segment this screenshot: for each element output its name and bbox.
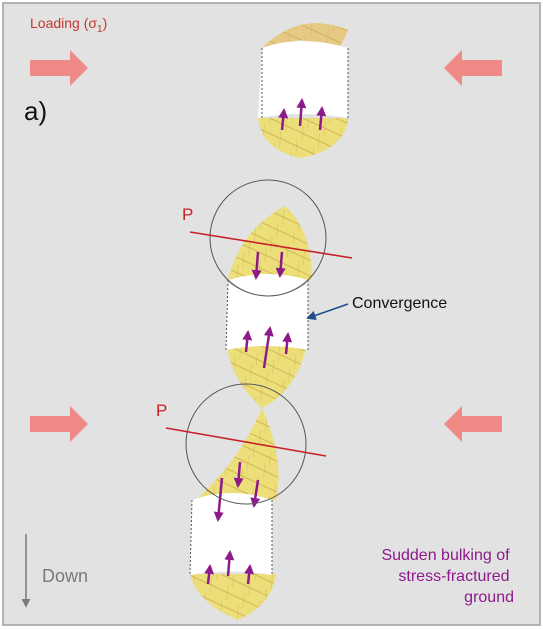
- middle-tunnel: P: [182, 179, 353, 408]
- left-arrow-icon: [444, 406, 502, 442]
- stress-circle: [209, 179, 327, 297]
- tunnel-opening: [190, 493, 272, 575]
- tunnel-opening: [226, 274, 308, 350]
- up-arrow-icon: [278, 108, 289, 131]
- up-arrow-icon: [244, 564, 255, 585]
- down-arrow-icon: [233, 461, 244, 488]
- bulking-caption: Sudden bulking of stress-fractured groun…: [381, 547, 514, 606]
- right-arrow-icon: [30, 406, 88, 442]
- fractured-ground: [262, 23, 348, 48]
- lower-tunnel: P: [156, 383, 327, 620]
- up-arrow-icon: [224, 550, 235, 577]
- right-arrow-icon: [30, 50, 88, 86]
- tunnel-opening: [258, 41, 348, 118]
- down-label: Down: [42, 566, 88, 586]
- loading-label: Loading (σ1): [30, 15, 107, 35]
- bulking-line-1: Sudden bulking of: [381, 547, 510, 564]
- convergence-label: Convergence: [352, 295, 447, 312]
- panel-label: a): [24, 96, 47, 126]
- failure-plane: [165, 427, 327, 457]
- left-arrow-icon: [444, 50, 502, 86]
- plane-label: P: [156, 401, 167, 420]
- down-arrow-icon: [250, 479, 261, 508]
- down-arrow-icon: [213, 477, 224, 522]
- failure-plane: [189, 231, 353, 259]
- stress-circle: [185, 383, 307, 505]
- bulking-line-3: ground: [464, 589, 514, 606]
- fractured-ground: [228, 206, 312, 280]
- bulking-line-2: stress-fractured: [398, 568, 509, 585]
- fractured-ground: [226, 340, 308, 408]
- fractured-ground: [196, 408, 279, 500]
- top-tunnel: [258, 23, 349, 158]
- convergence-pointer: [306, 303, 349, 320]
- up-arrow-icon: [316, 106, 327, 131]
- tunnel-wall: [189, 499, 193, 576]
- fractured-ground: [190, 574, 276, 620]
- up-arrow-icon: [296, 98, 307, 127]
- down-arrow-icon: [251, 251, 262, 280]
- up-arrow-icon: [204, 564, 215, 585]
- up-arrow-icon: [262, 326, 274, 369]
- fractured-ground: [258, 118, 348, 158]
- up-arrow-icon: [242, 330, 253, 353]
- up-arrow-icon: [282, 332, 293, 355]
- down-arrow-icon: [275, 251, 286, 278]
- plane-label: P: [182, 205, 193, 224]
